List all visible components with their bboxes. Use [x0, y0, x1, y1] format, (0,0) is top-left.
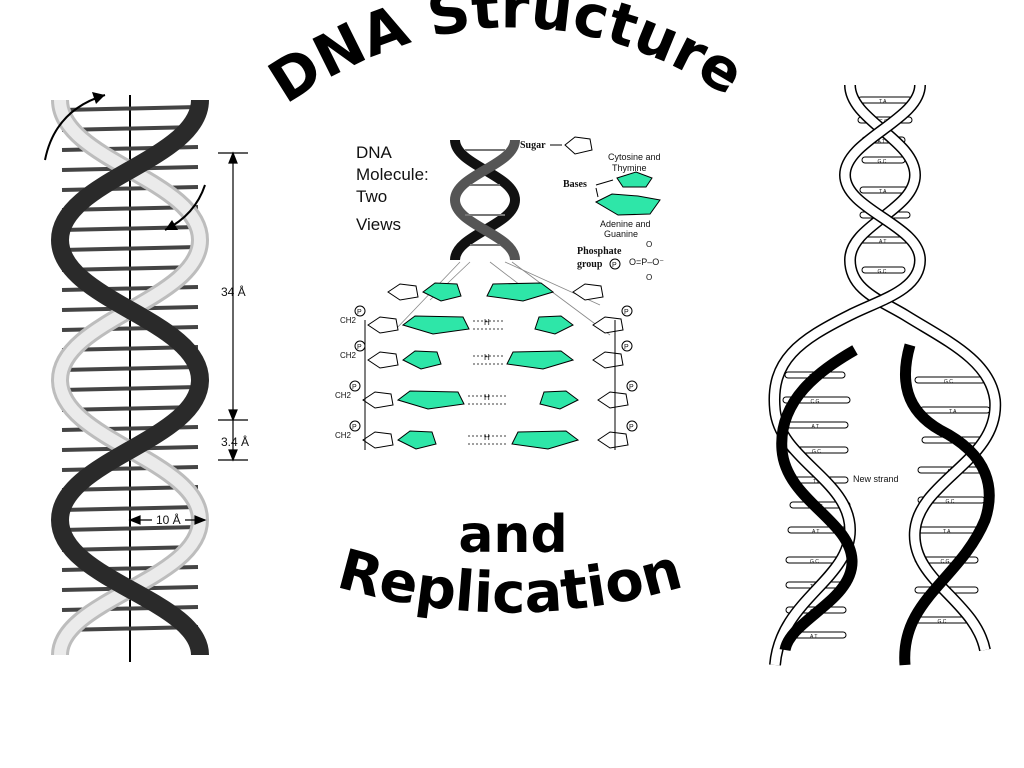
- svg-text:P: P: [357, 344, 362, 351]
- base-pair-rung: T A: [857, 96, 913, 105]
- svg-text:T A: T A: [879, 99, 887, 105]
- base-pair-rung: A T: [786, 421, 849, 430]
- base-pair-rung: G C: [914, 376, 986, 385]
- phosphate-circle-icon: [609, 258, 621, 270]
- svg-text:P: P: [352, 424, 357, 431]
- pyrimidine-base-icon: [616, 171, 653, 188]
- rise-dimension: [218, 420, 248, 462]
- svg-text:C G: C G: [811, 399, 820, 405]
- pitch-dimension: [218, 151, 248, 422]
- base-pair-rung: [61, 105, 199, 112]
- base-pair-rung: G C: [861, 156, 906, 165]
- svg-text:A T: A T: [879, 239, 886, 245]
- legend-phosphate-1: Phosphate: [577, 246, 622, 257]
- base-pair-rung: [61, 245, 199, 252]
- svg-text:H: H: [484, 433, 490, 442]
- right-replicating-helix: T AC GA TG CT AC GA TG CT AC GA TG CT AC…: [768, 84, 1002, 666]
- svg-text:CH2: CH2: [335, 391, 352, 400]
- svg-text:CH2: CH2: [340, 351, 357, 360]
- base-pair-rung: [61, 525, 199, 532]
- svg-text:G C: G C: [946, 499, 955, 505]
- new-strand-label: New strand: [853, 474, 899, 484]
- svg-text:P: P: [612, 262, 617, 269]
- legend-adenine-guanine-2: Guanine: [604, 229, 638, 239]
- svg-text:O: O: [646, 240, 652, 249]
- svg-text:H: H: [484, 353, 490, 362]
- svg-text:A T: A T: [878, 139, 885, 145]
- svg-text:P: P: [352, 384, 357, 391]
- molecule-heading-line-2: Molecule:: [356, 165, 429, 184]
- svg-text:G C: G C: [938, 619, 947, 625]
- small-helix: [449, 139, 521, 261]
- new-strand-right: [899, 343, 995, 666]
- phosphate-formula: O=P–O⁻: [629, 257, 664, 267]
- svg-text:O: O: [646, 273, 652, 282]
- base-pair-rung: T A: [917, 526, 981, 535]
- molecule-heading-line-4: Views: [356, 215, 401, 234]
- svg-text:A T: A T: [812, 424, 819, 430]
- svg-text:G C: G C: [812, 449, 821, 455]
- base-pair-row: [387, 282, 604, 302]
- left-double-helix: 34 Å 3.4 Å 10 Å: [44, 92, 249, 662]
- base-pair-rung: T A: [919, 406, 991, 415]
- svg-text:P: P: [624, 309, 629, 316]
- title-and: and: [458, 505, 567, 565]
- base-pair-rung: [61, 365, 199, 372]
- svg-text:P: P: [629, 384, 634, 391]
- base-pair-rung: G C: [861, 266, 906, 275]
- title-dna-structure: DNA Structure: [257, 0, 756, 117]
- legend-cytosine-thymine-2: Thymine: [612, 163, 647, 173]
- svg-text:CH2: CH2: [340, 316, 357, 325]
- svg-text:P: P: [357, 309, 362, 316]
- new-strand-left: [776, 345, 858, 652]
- svg-text:T A: T A: [943, 529, 951, 535]
- helix-strand-dark: [50, 98, 210, 657]
- width-dimension: [128, 515, 207, 525]
- legend-sugar-label: Sugar: [520, 140, 546, 151]
- molecule-legend: Sugar Cytosine and Thymine Bases Adenine…: [520, 136, 664, 282]
- base-pair-rung: T A: [859, 186, 911, 195]
- svg-text:G C: G C: [878, 159, 887, 165]
- svg-text:A T: A T: [812, 529, 819, 535]
- svg-text:P: P: [624, 344, 629, 351]
- svg-text:H: H: [484, 393, 490, 402]
- svg-text:G C: G C: [878, 269, 887, 275]
- svg-text:T A: T A: [949, 409, 957, 415]
- svg-text:P: P: [629, 424, 634, 431]
- svg-text:T A: T A: [813, 479, 821, 485]
- molecule-heading-line-1: DNA: [356, 143, 393, 162]
- legend-phosphate-2: group: [577, 259, 603, 270]
- svg-text:G C: G C: [944, 379, 953, 385]
- pitch-label: 34 Å: [221, 284, 246, 299]
- sugar-pentagon-icon: [564, 136, 593, 155]
- base-pair-rung: [61, 385, 199, 392]
- rise-label: 3.4 Å: [221, 434, 249, 449]
- base-pair-rung: [61, 505, 199, 512]
- svg-text:H: H: [484, 318, 490, 327]
- svg-text:G C: G C: [810, 559, 819, 565]
- width-label: 10 Å: [156, 512, 181, 527]
- legend-cytosine-thymine-1: Cytosine and: [608, 152, 661, 162]
- svg-text:T A: T A: [879, 189, 887, 195]
- legend-bases-label: Bases: [563, 179, 587, 190]
- svg-text:CH2: CH2: [335, 431, 352, 440]
- molecule-heading-line-3: Two: [356, 187, 387, 206]
- purine-base-icon: [594, 193, 661, 216]
- svg-text:C G: C G: [941, 559, 950, 565]
- legend-adenine-guanine-1: Adenine and: [600, 219, 651, 229]
- svg-text:A T: A T: [810, 634, 817, 640]
